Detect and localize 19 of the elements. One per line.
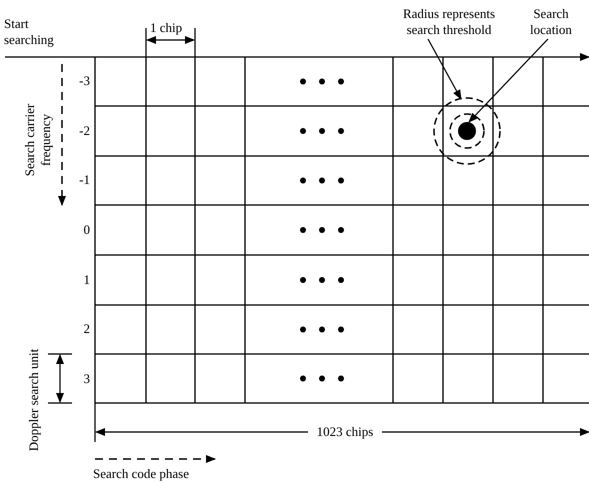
row-label: 0: [82, 222, 90, 238]
callout-text: Radius represents search threshold: [388, 6, 510, 38]
row-label: -3: [78, 73, 90, 89]
leader-line: [468, 38, 548, 123]
leader-line: [427, 38, 462, 100]
threshold-circle: [433, 97, 501, 165]
callout-text: Search location: [518, 6, 584, 38]
row-label: -2: [78, 123, 90, 139]
dimension-label: 1023 chips: [308, 424, 382, 440]
row-label: 2: [82, 321, 90, 337]
dimension-label: 1 chip: [150, 20, 184, 36]
axis-label: Doppler search unit: [26, 348, 42, 454]
axis-label: Search carrier frequency: [22, 102, 54, 178]
row-label: 1: [82, 272, 90, 288]
location-dot: [458, 122, 476, 140]
row-label: -1: [78, 172, 90, 188]
axis-label: Search code phase: [93, 466, 190, 482]
row-label: 3: [82, 371, 90, 387]
axis-label: Start searching: [4, 16, 55, 48]
